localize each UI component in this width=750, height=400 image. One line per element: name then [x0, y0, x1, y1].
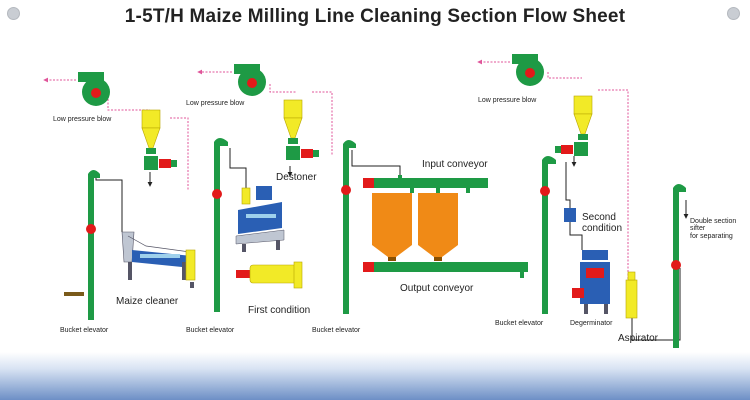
first-condition-machine — [236, 261, 303, 289]
label-low-pressure-blow-2: Low pressure blow — [186, 100, 245, 107]
aspirator — [625, 271, 638, 319]
destoner — [235, 186, 285, 252]
silo-icon — [418, 193, 458, 261]
corner-dot-icon — [7, 7, 20, 20]
screw-conveyor-icon — [363, 262, 528, 278]
corner-dot-icon — [727, 7, 740, 20]
page-title: 1-5T/H Maize Milling Line Cleaning Secti… — [124, 6, 626, 27]
bucket-elevator-icon — [540, 156, 556, 314]
fan-icon — [512, 54, 544, 86]
label-input-conveyor: Input conveyor — [422, 159, 488, 170]
footer-gradient-band — [0, 352, 750, 400]
fan-icon — [234, 64, 266, 96]
maize-cleaner — [121, 231, 196, 288]
cyclone-icon — [141, 109, 177, 170]
silo-icon — [372, 193, 412, 261]
bucket-elevator-icon — [341, 140, 356, 314]
label-first-condition: First condition — [248, 305, 311, 316]
label-bucket-elevator-2: Bucket elevator — [186, 327, 235, 334]
label-maize-cleaner: Maize cleaner — [116, 296, 179, 307]
bucket-elevator-icon — [671, 184, 686, 348]
label-bucket-elevator-3: Bucket elevator — [312, 327, 361, 334]
label-destoner: Destoner — [276, 172, 317, 183]
label-second-condition: Second condition — [582, 212, 623, 234]
cyclone-icon — [555, 95, 593, 156]
second-condition-machine — [564, 208, 576, 222]
cyclone-icon — [283, 99, 319, 160]
fan-icon — [78, 72, 110, 106]
air-lines — [43, 59, 629, 282]
label-output-conveyor: Output conveyor — [400, 283, 474, 294]
screw-conveyor-icon — [363, 175, 488, 193]
label-low-pressure-blow-1: Low pressure blow — [53, 116, 112, 123]
label-double-section-sifter: Double section sifter for separating — [690, 218, 737, 240]
label-degerminator: Degerminator — [570, 320, 613, 327]
label-aspirator: Aspirator — [618, 333, 659, 344]
process-lines — [95, 148, 689, 341]
label-bucket-elevator-1: Bucket elevator — [60, 327, 109, 334]
label-bucket-elevator-4: Bucket elevator — [495, 320, 544, 327]
degerminator — [572, 250, 610, 314]
bucket-elevator-icon — [212, 138, 228, 312]
label-low-pressure-blow-3: Low pressure blow — [478, 97, 537, 104]
bucket-elevator-icon — [64, 170, 100, 320]
